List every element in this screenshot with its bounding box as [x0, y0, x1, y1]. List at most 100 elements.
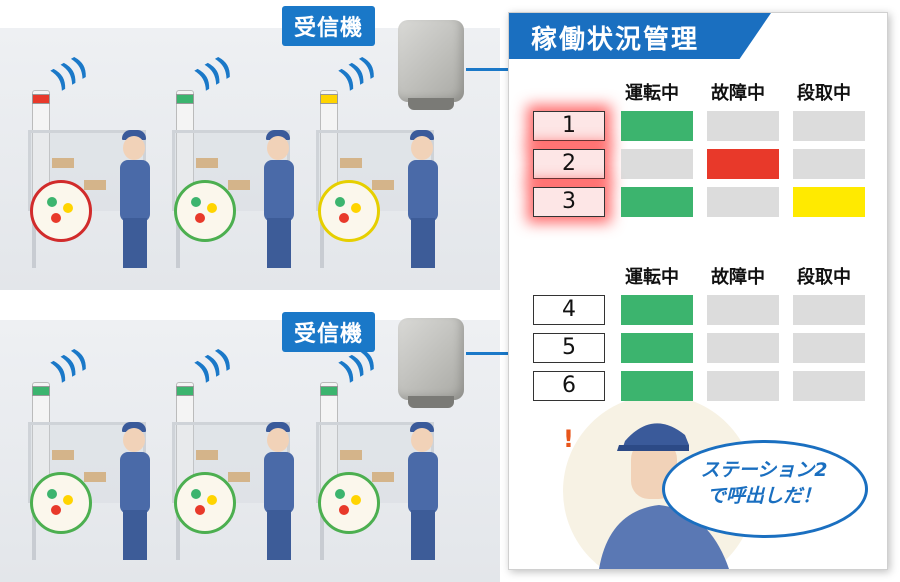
yellow-button-icon: [207, 203, 217, 213]
worker-legs: [267, 510, 291, 560]
work-station-bottom-1: ))): [22, 322, 172, 582]
station-number-4: 4: [533, 295, 605, 325]
status-cell-3-fault: [707, 187, 779, 217]
work-station-bottom-3: ))): [310, 322, 460, 582]
call-button-zoom: [174, 472, 236, 534]
yellow-button-icon: [207, 495, 217, 505]
red-button-icon: [195, 213, 205, 223]
call-button-zoom: [30, 472, 92, 534]
green-button-icon: [47, 489, 57, 499]
wireless-icon: ))): [47, 51, 93, 95]
worker-legs: [411, 218, 435, 268]
parts-box: [228, 472, 250, 482]
column-header-running: 運転中: [625, 79, 679, 105]
parts-box: [84, 472, 106, 482]
signal-lamp: [32, 386, 50, 396]
green-button-icon: [191, 197, 201, 207]
signal-lamp: [32, 94, 50, 104]
work-station-bottom-2: ))): [166, 322, 316, 582]
red-button-icon: [51, 213, 61, 223]
station-number-1: 1: [533, 111, 605, 141]
parts-box: [52, 450, 74, 460]
status-cell-1-setup: [793, 111, 865, 141]
status-cell-2-setup: [793, 149, 865, 179]
call-button-zoom: [318, 472, 380, 534]
worker-legs: [411, 510, 435, 560]
status-cell-6-running: [621, 371, 693, 401]
worker-legs: [123, 218, 147, 268]
station-number-2: 2: [533, 149, 605, 179]
status-cell-1-running: [621, 111, 693, 141]
worker-body: [120, 160, 150, 222]
signal-lamp: [320, 94, 338, 104]
station-number-3: 3: [533, 187, 605, 217]
receiver-link-bottom: [466, 352, 510, 355]
red-button-icon: [51, 505, 61, 515]
call-button-zoom: [318, 180, 380, 242]
green-button-icon: [191, 489, 201, 499]
work-station-top-3: ))): [310, 30, 460, 290]
wireless-icon: ))): [47, 343, 93, 387]
wireless-icon: ))): [191, 343, 237, 387]
panel-title-bar: 稼働状況管理: [509, 13, 771, 59]
status-cell-2-fault: [707, 149, 779, 179]
status-cell-4-fault: [707, 295, 779, 325]
signal-lamp: [176, 94, 194, 104]
status-cell-5-fault: [707, 333, 779, 363]
call-button-zoom: [174, 180, 236, 242]
green-button-icon: [335, 197, 345, 207]
status-cell-4-running: [621, 295, 693, 325]
work-station-top-1: ))): [22, 30, 172, 290]
status-cell-3-setup: [793, 187, 865, 217]
status-cell-5-running: [621, 333, 693, 363]
signal-lamp: [320, 386, 338, 396]
status-cell-5-setup: [793, 333, 865, 363]
status-cell-4-setup: [793, 295, 865, 325]
parts-box: [196, 450, 218, 460]
worker-head: [123, 428, 145, 452]
parts-box: [372, 180, 394, 190]
station-number-6: 6: [533, 371, 605, 401]
call-button-zoom: [30, 180, 92, 242]
worker-body: [264, 452, 294, 514]
status-cell-3-running: [621, 187, 693, 217]
wireless-icon: ))): [335, 343, 381, 387]
yellow-button-icon: [63, 203, 73, 213]
green-button-icon: [47, 197, 57, 207]
receiver-link-top: [466, 68, 510, 71]
status-cell-6-setup: [793, 371, 865, 401]
parts-box: [84, 180, 106, 190]
worker-head: [123, 136, 145, 160]
worker-head: [411, 428, 433, 452]
work-station-top-2: ))): [166, 30, 316, 290]
panel-title: 稼働状況管理: [531, 19, 699, 56]
column-header-setup: 段取中: [797, 263, 851, 289]
red-button-icon: [195, 505, 205, 515]
speech-line-1: ステーション2: [674, 458, 854, 482]
parts-box: [228, 180, 250, 190]
worker-body: [408, 452, 438, 514]
wireless-icon: ))): [191, 51, 237, 95]
status-cell-2-running: [621, 149, 693, 179]
column-header-fault: 故障中: [711, 79, 765, 105]
worker-head: [267, 136, 289, 160]
worker-cap-brim: [617, 445, 689, 451]
yellow-button-icon: [351, 495, 361, 505]
parts-box: [196, 158, 218, 168]
worker-head: [267, 428, 289, 452]
signal-lamp: [176, 386, 194, 396]
status-cell-6-fault: [707, 371, 779, 401]
worker-head: [411, 136, 433, 160]
status-cell-1-fault: [707, 111, 779, 141]
wireless-icon: ))): [335, 51, 381, 95]
station-number-5: 5: [533, 333, 605, 363]
parts-box: [372, 472, 394, 482]
exclamation-mark: !: [563, 425, 574, 453]
worker-body: [264, 160, 294, 222]
column-header-running: 運転中: [625, 263, 679, 289]
green-button-icon: [335, 489, 345, 499]
speech-line-2: で呼出しだ！: [674, 484, 854, 508]
worker-legs: [267, 218, 291, 268]
column-header-setup: 段取中: [797, 79, 851, 105]
column-header-fault: 故障中: [711, 263, 765, 289]
